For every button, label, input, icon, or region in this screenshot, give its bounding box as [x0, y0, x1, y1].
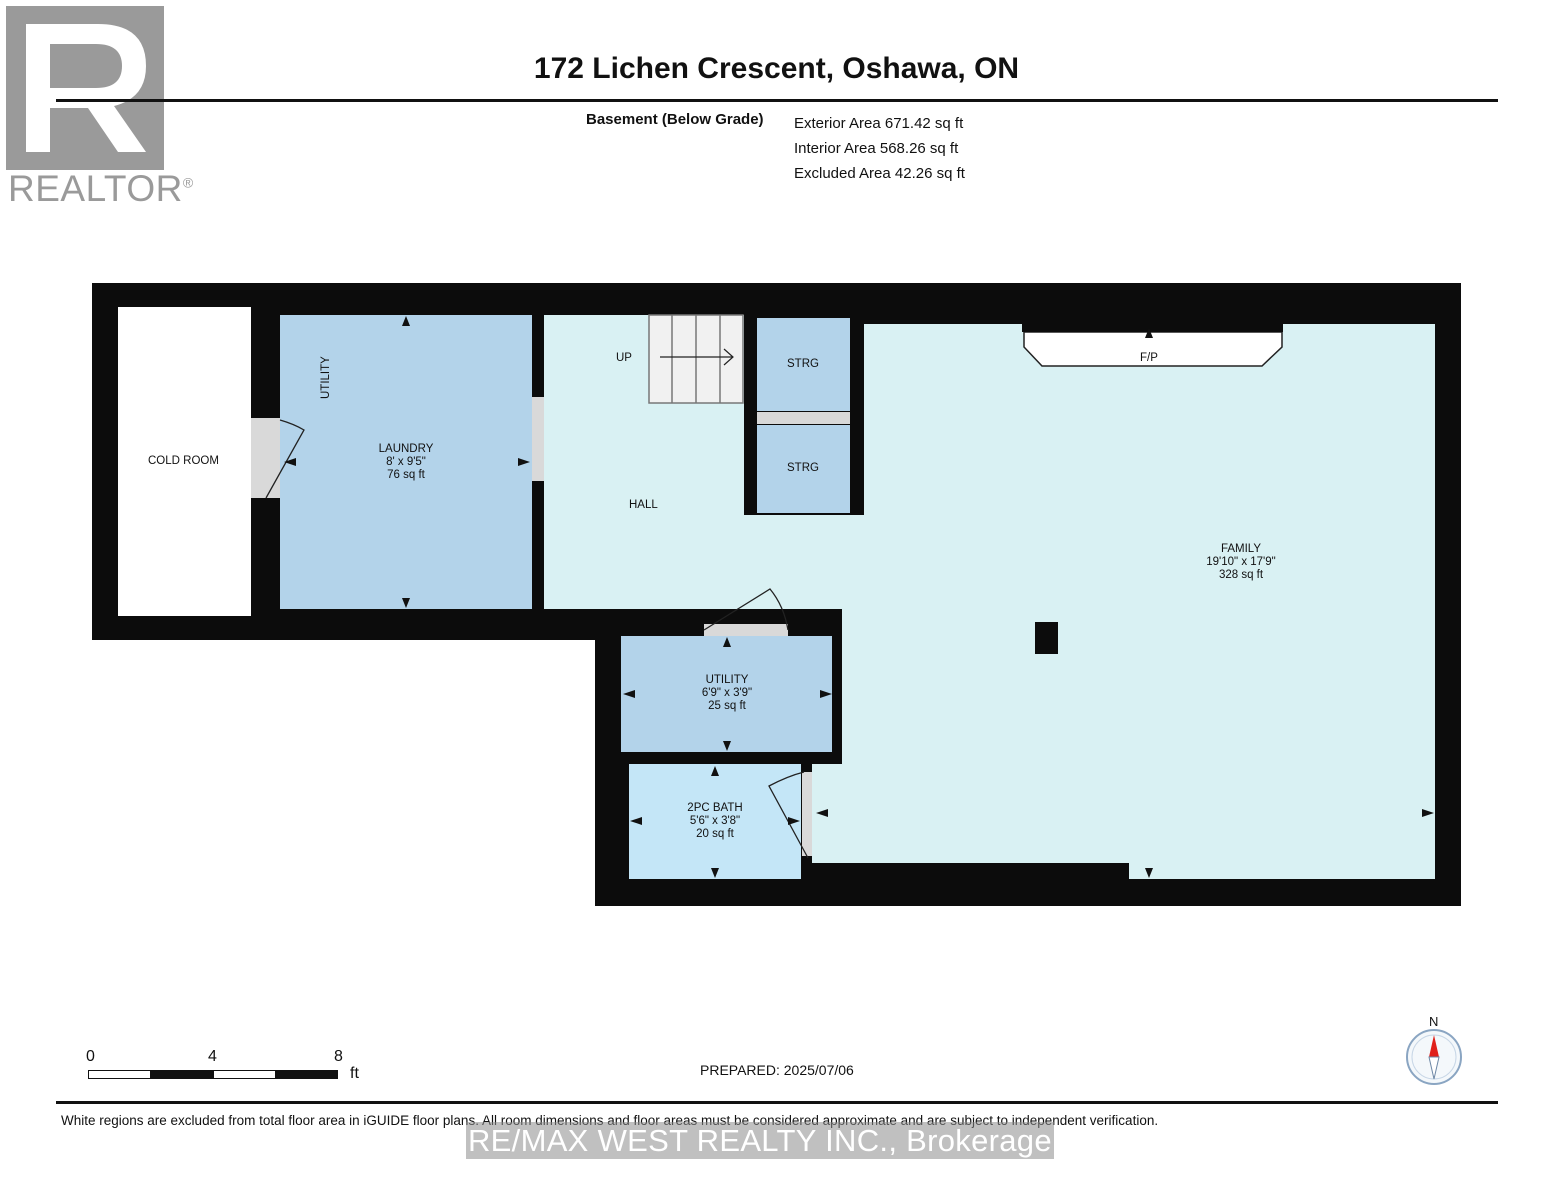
- label-hall: HALL: [629, 499, 658, 511]
- cold-room: [118, 307, 251, 616]
- storage-bottom: [757, 425, 850, 513]
- column: [1035, 622, 1058, 654]
- label-up: UP: [616, 352, 632, 364]
- header-divider: [56, 99, 1498, 102]
- scale-bar: 0 4 8 ft: [86, 1048, 376, 1084]
- scale-segment-3: [213, 1070, 276, 1079]
- storage-top: [757, 318, 850, 411]
- exterior-area: Exterior Area 671.42 sq ft: [794, 115, 964, 132]
- bath-name: 2PC BATH: [687, 802, 743, 814]
- laundry-dims: 8' x 9'5": [386, 456, 426, 468]
- label-bath: 2PC BATH 5'6" x 3'8" 20 sq ft: [665, 802, 765, 841]
- label-cold-room: COLD ROOM: [148, 455, 219, 467]
- laundry-room: [280, 315, 532, 609]
- label-fireplace: F/P: [1140, 352, 1158, 364]
- north-compass: N: [1403, 1014, 1465, 1086]
- label-laundry: LAUNDRY 8' x 9'5" 76 sq ft: [356, 443, 456, 482]
- laundry-name: LAUNDRY: [378, 443, 434, 455]
- utility-area: 25 sq ft: [708, 700, 746, 712]
- dimension-arrows: [284, 316, 1434, 878]
- laundry-area: 76 sq ft: [387, 469, 425, 481]
- excluded-area: Excluded Area 42.26 sq ft: [794, 165, 965, 182]
- bath-room: [629, 764, 801, 879]
- door-swings: [265, 419, 809, 859]
- storage-divider: [757, 412, 850, 424]
- stairs: [648, 314, 744, 404]
- realtor-wordmark: REALTOR®: [8, 168, 194, 210]
- fireplace-hearth-line: [1022, 324, 1283, 332]
- property-address-title: 172 Lichen Crescent, Oshawa, ON: [533, 52, 1020, 85]
- registered-mark: ®: [182, 174, 194, 191]
- scale-segment-1: [88, 1070, 151, 1079]
- bath-door: [802, 772, 812, 856]
- family-name: FAMILY: [1220, 543, 1262, 555]
- utility-name: UTILITY: [705, 674, 749, 686]
- family-area: 328 sq ft: [1218, 569, 1264, 581]
- utility-door: [704, 624, 788, 636]
- scale-unit: ft: [350, 1065, 359, 1082]
- label-strg-top: STRG: [787, 358, 819, 370]
- compass-icon: [1406, 1029, 1462, 1085]
- bath-dims: 5'6" x 3'8": [689, 815, 741, 827]
- brokerage-watermark: RE/MAX WEST REALTY INC., Brokerage: [466, 1122, 1054, 1159]
- family-room-lower: [812, 764, 942, 863]
- utility-dims: 6'9" x 3'9": [701, 687, 753, 699]
- label-utility-vertical: UTILITY: [320, 356, 332, 399]
- family-room: [856, 324, 1435, 879]
- footer-divider: [56, 1101, 1498, 1104]
- family-dims: 19'10" x 17'9": [1206, 556, 1276, 568]
- scale-segment-2: [150, 1070, 214, 1079]
- family-bottom-wall: [812, 863, 1129, 879]
- realtor-logo: [6, 6, 182, 211]
- label-strg-bottom: STRG: [787, 462, 819, 474]
- prepared-date: PREPARED: 2025/07/06: [700, 1062, 854, 1078]
- family-hall-link: [842, 515, 862, 764]
- scale-label-0: 0: [86, 1048, 95, 1065]
- realtor-r-icon: [6, 6, 164, 170]
- label-family: FAMILY 19'10" x 17'9" 328 sq ft: [1190, 543, 1292, 582]
- scale-segment-4: [275, 1070, 338, 1079]
- realtor-wordmark-text: REALTOR: [8, 168, 183, 209]
- compass-north-label: N: [1429, 1014, 1439, 1029]
- laundry-hall-door: [532, 397, 544, 481]
- stairs-arrow: [660, 348, 734, 366]
- utility-room: [621, 636, 832, 752]
- area-summary: Exterior Area 671.42 sq ft Interior Area…: [794, 111, 965, 186]
- scale-label-4: 4: [208, 1048, 217, 1065]
- interior-area: Interior Area 568.26 sq ft: [794, 140, 959, 157]
- bath-area: 20 sq ft: [696, 828, 734, 840]
- cold-room-door: [251, 418, 280, 498]
- label-utility: UTILITY 6'9" x 3'9" 25 sq ft: [677, 674, 777, 713]
- scale-label-8: 8: [334, 1048, 343, 1065]
- level-label: Basement (Below Grade): [586, 111, 764, 128]
